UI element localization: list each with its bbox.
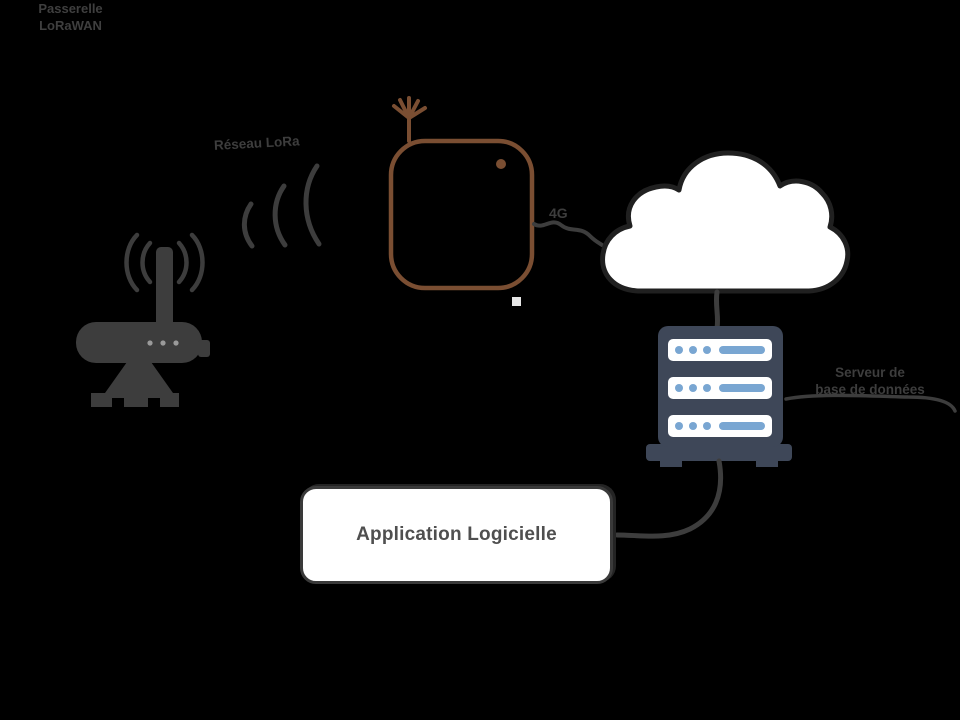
- server-unit: [668, 377, 772, 399]
- gateway-label: Passerelle LoRaWAN: [0, 0, 141, 34]
- cloud-server-connector: [713, 289, 721, 331]
- server-label-line2: base de données: [815, 382, 925, 397]
- stand-notch: [112, 398, 124, 408]
- cloud-icon: [600, 150, 851, 294]
- antenna-router-icon: [76, 232, 210, 408]
- selection-handle-dot: [512, 297, 521, 306]
- router-port: [198, 340, 210, 357]
- server-unit: [668, 415, 772, 437]
- broadcast-icon: [392, 96, 427, 143]
- gateway-cloud-connector: [532, 220, 604, 247]
- router-led: [147, 340, 153, 346]
- gateway-box: [388, 96, 535, 291]
- server-annotation-line: [784, 393, 957, 413]
- router-stand: [91, 362, 179, 407]
- server-label-line1: Serveur de: [835, 365, 905, 380]
- stand-notch: [148, 398, 160, 408]
- radio-waves-icon: [124, 232, 205, 293]
- signal-arcs-icon: [241, 163, 322, 249]
- router-led: [173, 340, 179, 346]
- server-label: Serveur de base de données: [778, 364, 960, 398]
- router-led: [160, 340, 166, 346]
- application-box: Application Logicielle: [300, 486, 613, 584]
- gateway-label-line2: LoRaWAN: [39, 18, 102, 33]
- application-label: Application Logicielle: [356, 524, 557, 545]
- router-body: [76, 322, 202, 363]
- indicator-dot: [496, 159, 506, 169]
- gateway-label-line1: Passerelle: [38, 1, 103, 16]
- server-app-connector: [614, 458, 724, 539]
- link-4g-label: 4G: [549, 205, 568, 221]
- server-unit: [668, 339, 772, 361]
- server-rack-icon: [646, 326, 792, 467]
- antenna-mast: [156, 247, 173, 329]
